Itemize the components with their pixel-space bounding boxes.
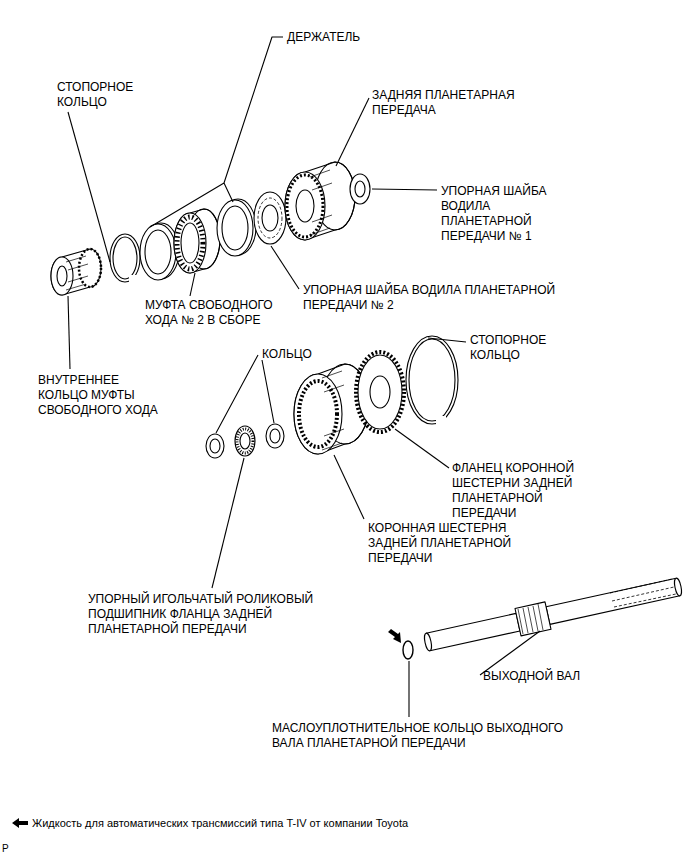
part-label: СТОПОРНОЕ КОЛЬЦО bbox=[470, 333, 570, 363]
part-label: УПОРНАЯ ШАЙБА ВОДИЛА ПЛАНЕТАРНОЙ ПЕРЕДАЧ… bbox=[441, 184, 563, 244]
part-label: ФЛАНЕЦ КОРОННОЙ ШЕСТЕРНИ ЗАДНЕЙ ПЛАНЕТАР… bbox=[452, 461, 590, 521]
part-label: УПОРНЫЙ ИГОЛЬЧАТЫЙ РОЛИКОВЫЙ ПОДШИПНИК Ф… bbox=[88, 592, 323, 637]
part-label: ВНУТРЕННЕЕ КОЛЬЦО МУФТЫ СВОБОДНОГО ХОДА bbox=[38, 373, 170, 418]
part-label: УПОРНАЯ ШАЙБА ВОДИЛА ПЛАНЕТАРНОЙ ПЕРЕДАЧ… bbox=[303, 283, 593, 313]
part-label: ДЕРЖАТЕЛЬ bbox=[287, 30, 360, 45]
part-label: МАСЛОУПЛОТНИТЕЛЬНОЕ КОЛЬЦО ВЫХОДНОГО ВАЛ… bbox=[272, 721, 572, 751]
part-label: СТОПОРНОЕ КОЛЬЦО bbox=[57, 80, 167, 110]
legend-text: Жидкость для автоматических трансмиссий … bbox=[32, 816, 408, 830]
part-label: P bbox=[2, 841, 9, 854]
part-label: ВЫХОДНОЙ ВАЛ bbox=[483, 669, 580, 684]
part-label: КОРОННАЯ ШЕСТЕРНЯ ЗАДНЕЙ ПЛАНЕТАРНОЙ ПЕР… bbox=[368, 521, 533, 566]
part-label: ЗАДНЯЯ ПЛАНЕТАРНАЯ ПЕРЕДАЧА bbox=[372, 88, 542, 118]
part-label: КОЛЬЦО bbox=[262, 347, 312, 362]
part-label: МУФТА СВОБОДНОГО ХОДА № 2 В СБОРЕ bbox=[145, 298, 287, 328]
